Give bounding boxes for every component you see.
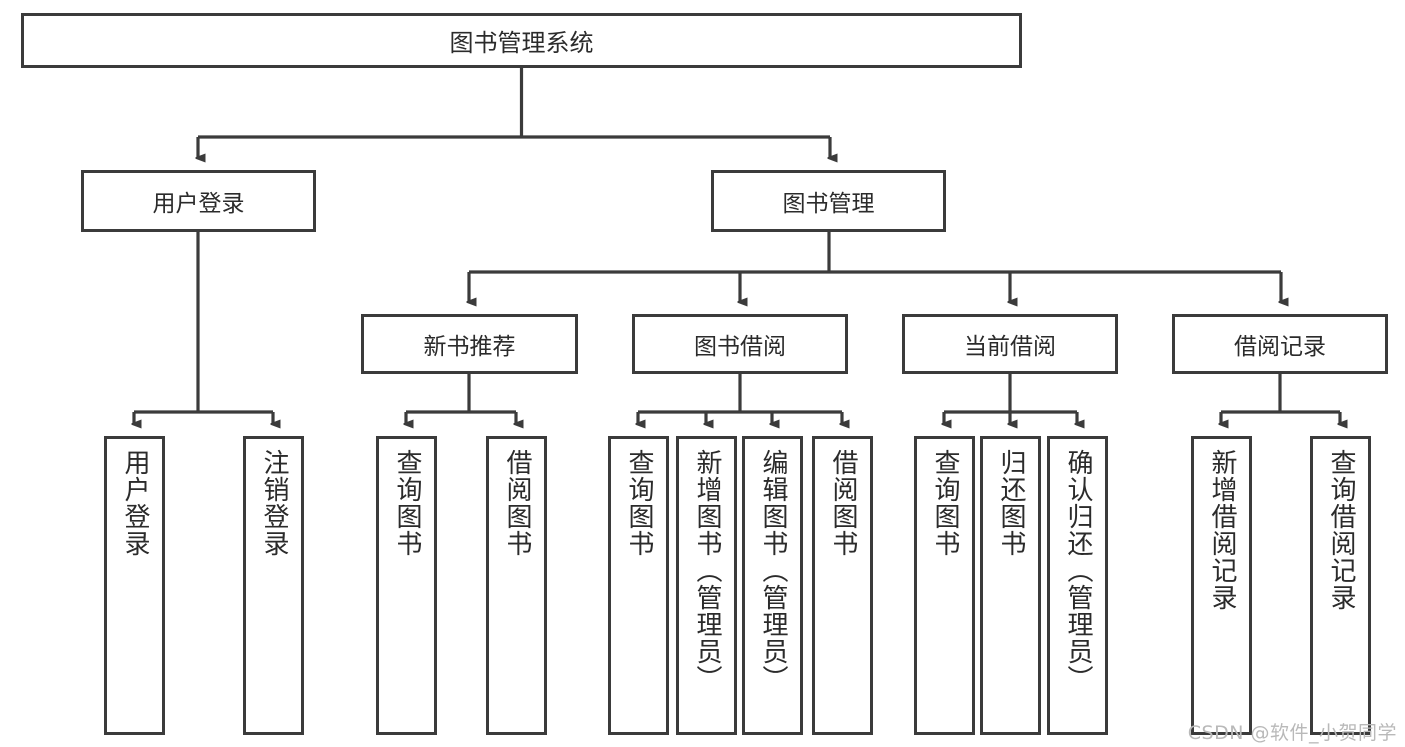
leaf-user-login[interactable]: 用户登录 <box>104 436 165 735</box>
node-current-borrow[interactable]: 当前借阅 <box>902 314 1118 374</box>
node-label: 新书推荐 <box>423 334 516 360</box>
node-label: 图书管理系统 <box>449 29 594 57</box>
leaf-edit-book-admin[interactable]: 编辑图书（管理员） <box>742 436 803 735</box>
leaf-confirm-return-admin[interactable]: 确认归还（管理员） <box>1047 436 1108 735</box>
node-label: 图书管理 <box>782 191 875 217</box>
leaf-query-borrow-record[interactable]: 查询借阅记录 <box>1310 436 1371 735</box>
leaf-add-book-admin[interactable]: 新增图书（管理员） <box>676 436 737 735</box>
leaf-label: 用户登录 <box>120 449 151 557</box>
leaf-user-logout[interactable]: 注销登录 <box>243 436 304 735</box>
node-borrow-record[interactable]: 借阅记录 <box>1172 314 1388 374</box>
leaf-label: 借阅图书 <box>502 449 533 557</box>
node-book-borrow[interactable]: 图书借阅 <box>632 314 848 374</box>
node-label: 图书借阅 <box>694 334 786 360</box>
node-root-system[interactable]: 图书管理系统 <box>21 13 1022 68</box>
leaf-label: 新增借阅记录 <box>1207 449 1238 611</box>
node-user-login[interactable]: 用户登录 <box>81 170 316 232</box>
node-label: 借阅记录 <box>1234 334 1326 360</box>
leaf-label: 注销登录 <box>259 449 290 557</box>
leaf-label: 确认归还（管理员） <box>1063 449 1094 692</box>
leaf-query-book-current[interactable]: 查询图书 <box>914 436 975 735</box>
leaf-label: 查询图书 <box>624 449 655 557</box>
leaf-borrow-book[interactable]: 借阅图书 <box>812 436 873 735</box>
leaf-query-book-borrow[interactable]: 查询图书 <box>608 436 669 735</box>
watermark: CSDN @软件_小贺同学 <box>1187 722 1397 744</box>
leaf-borrow-book-recommend[interactable]: 借阅图书 <box>486 436 547 735</box>
node-new-book-recommend[interactable]: 新书推荐 <box>361 314 578 374</box>
node-book-management[interactable]: 图书管理 <box>711 170 946 232</box>
leaf-label: 查询借阅记录 <box>1326 449 1357 611</box>
leaf-label: 查询图书 <box>392 449 423 557</box>
leaf-add-borrow-record[interactable]: 新增借阅记录 <box>1191 436 1252 735</box>
leaf-label: 借阅图书 <box>828 449 859 557</box>
leaf-label: 归还图书 <box>996 449 1027 557</box>
leaf-query-book-recommend[interactable]: 查询图书 <box>376 436 437 735</box>
node-label: 当前借阅 <box>964 334 1056 360</box>
leaf-label: 查询图书 <box>930 449 961 557</box>
leaf-return-book[interactable]: 归还图书 <box>980 436 1041 735</box>
leaf-label: 编辑图书（管理员） <box>758 449 789 692</box>
node-label: 用户登录 <box>152 191 245 217</box>
leaf-label: 新增图书（管理员） <box>692 449 723 692</box>
